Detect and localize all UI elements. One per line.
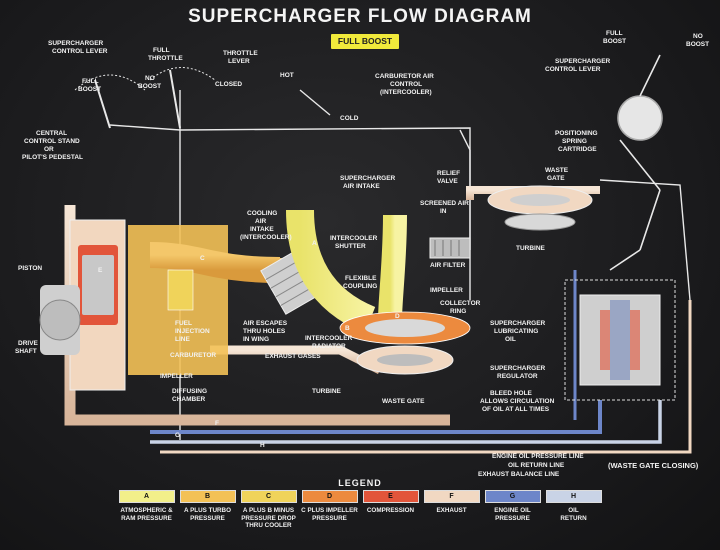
line-letter-a: A (312, 240, 317, 247)
line-letter-g: G (175, 432, 180, 439)
control-levers (74, 67, 216, 129)
legend-label-a: ATMOSPHERIC &RAM PRESSURE (120, 507, 173, 522)
oil-return-line-label: OIL RETURN LINE (508, 462, 565, 469)
carburetor-label: CARBURETOR (170, 352, 216, 359)
supercharger-air-intake (286, 209, 407, 333)
exhaust-balance-line-label: EXHAUST BALANCE LINE (478, 471, 560, 478)
engine-oil-pressure-line-label: ENGINE OIL PRESSURE LINE (492, 453, 584, 460)
impeller-assembly (339, 311, 471, 375)
legend-swatch-c: C (240, 490, 297, 503)
legend: A ATMOSPHERIC &RAM PRESSURE B A PLUS TUR… (117, 490, 607, 542)
turbine-upper-label: TURBINE (516, 245, 546, 252)
line-letter-h: H (260, 442, 265, 449)
legend-item-a: A ATMOSPHERIC &RAM PRESSURE (117, 490, 176, 542)
closed-label: CLOSED (215, 81, 242, 88)
line-letter-b: B (345, 325, 350, 332)
legend-swatch-g: G (484, 490, 541, 503)
line-letter-c: C (200, 255, 205, 262)
line-letter-d: D (395, 313, 400, 320)
upper-turbine (487, 185, 593, 231)
legend-item-e: E COMPRESSION (361, 490, 420, 542)
legend-title: LEGEND (338, 478, 382, 488)
exhaust-gases-label: EXHAUST GASES (265, 353, 321, 360)
line-letter-f: F (215, 420, 219, 427)
page-title: SUPERCHARGER FLOW DIAGRAM (188, 6, 532, 27)
legend-swatch-a: A (118, 490, 175, 503)
positioning-spring-cartridge (609, 54, 663, 271)
legend-label-f: EXHAUST (436, 507, 467, 514)
legend-swatch-h: H (545, 490, 602, 503)
legend-swatch-f: F (423, 490, 480, 503)
waste-gate-closing-label: (WASTE GATE CLOSING) (608, 461, 699, 470)
legend-item-f: F EXHAUST (422, 490, 481, 542)
legend-swatch-d: D (301, 490, 358, 503)
cold-label: COLD (340, 115, 359, 122)
impeller-right-label: IMPELLER (430, 287, 463, 294)
oil-lines (150, 270, 692, 454)
air-filter (429, 237, 471, 259)
legend-swatch-b: B (179, 490, 236, 503)
supercharger-regulator (564, 279, 676, 401)
full-boost-badge: FULL BOOST (331, 34, 399, 49)
hot-label: HOT (280, 72, 294, 79)
legend-swatch-e: E (362, 490, 419, 503)
turbine-lower-label: TURBINE (312, 388, 342, 395)
line-letter-e: E (98, 267, 103, 274)
waste-gate-lower-label: WASTE GATE (382, 398, 425, 405)
line-letters: C F G H B A D E (98, 240, 400, 449)
air-filter-label: AIR FILTER (430, 262, 466, 269)
piston-label: PISTON (18, 265, 42, 272)
legend-label-e: COMPRESSION (366, 507, 415, 514)
impeller-left-label: IMPELLER (160, 373, 193, 380)
